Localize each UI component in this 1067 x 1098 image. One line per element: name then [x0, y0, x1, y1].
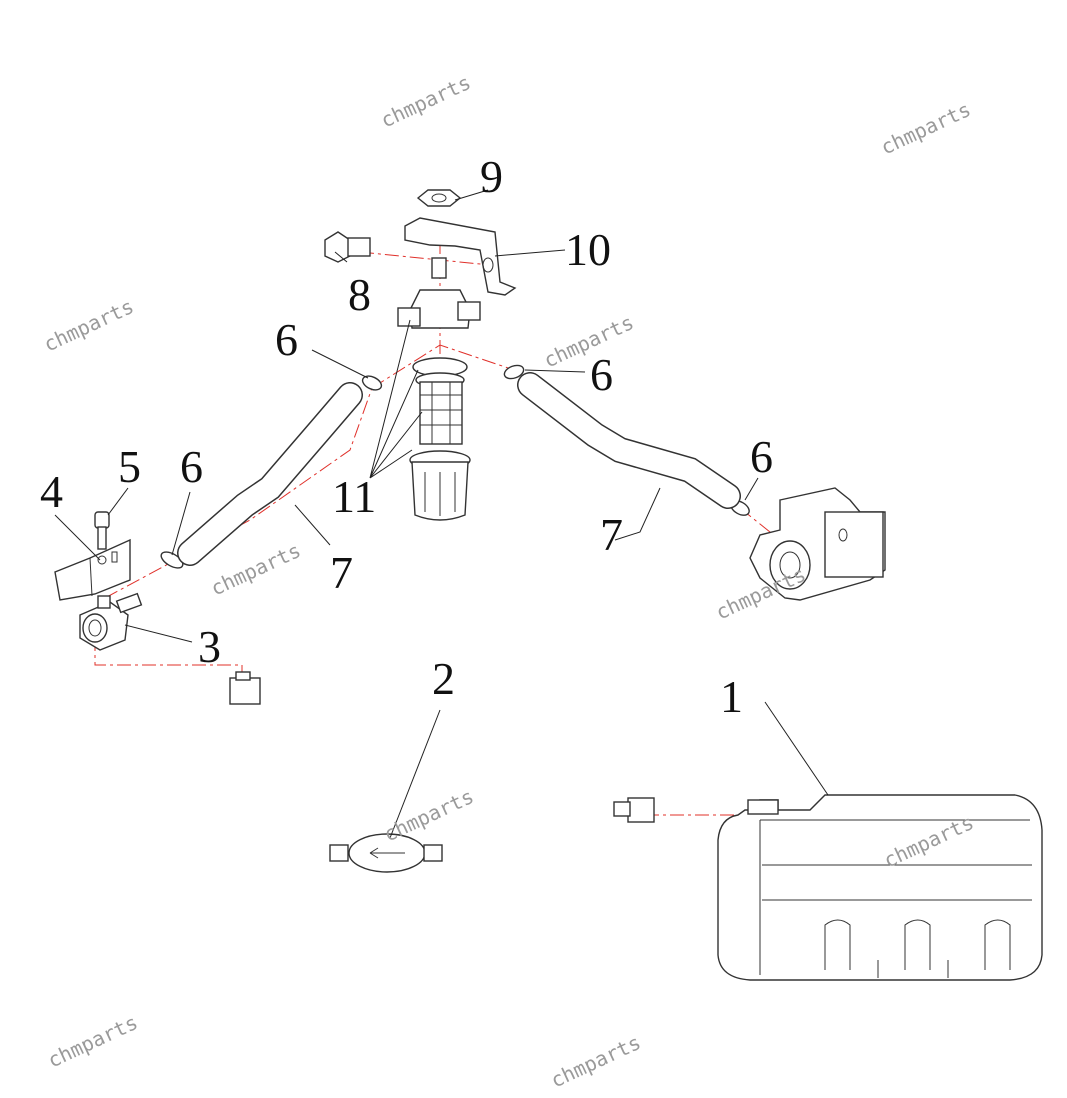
fuel-tank: [717, 794, 1043, 981]
part-label-6-left: 6: [180, 441, 203, 492]
part-label-8: 8: [348, 269, 371, 320]
mounting-bracket: [54, 538, 131, 601]
connector-fitting: [79, 592, 143, 651]
part-label-10: 10: [565, 224, 611, 275]
part-number-labels: 1 2 3 4 5 6 6 6 6 7 7 8 9 10 11: [40, 151, 773, 722]
fuel-hoses: [177, 372, 741, 566]
watermark-text: chmparts: [40, 294, 137, 356]
bolt: [94, 511, 110, 550]
part-label-2: 2: [432, 653, 455, 704]
watermark-text: chmparts: [540, 310, 637, 372]
engine-carburetor: [749, 487, 886, 601]
watermark-text: chmparts: [44, 1010, 141, 1072]
part-label-7-left: 7: [330, 547, 353, 598]
part-label-4: 4: [40, 466, 63, 517]
part-label-6-right: 6: [750, 431, 773, 482]
watermark-text: chmparts: [377, 70, 474, 132]
watermark-text: chmparts: [380, 784, 477, 846]
part-label-3: 3: [198, 621, 221, 672]
part-label-5: 5: [118, 441, 141, 492]
part-label-6-upper-left: 6: [275, 314, 298, 365]
part-label-6-upper-right: 6: [590, 349, 613, 400]
nut: [416, 189, 462, 207]
part-label-9: 9: [480, 151, 503, 202]
fitting-elbow: [324, 231, 371, 263]
watermark-text: chmparts: [877, 97, 974, 159]
watermark-text: chmparts: [207, 538, 304, 600]
fuel-line-primer: [229, 671, 655, 873]
part-label-1: 1: [720, 671, 743, 722]
hose-clamps: [160, 364, 750, 569]
part-label-7-right: 7: [600, 509, 623, 560]
watermark-text: chmparts: [547, 1030, 644, 1092]
filter-bracket: [404, 217, 517, 296]
fuel-filter: [397, 257, 481, 521]
leader-lines: [54, 189, 829, 839]
part-label-11: 11: [332, 471, 376, 522]
